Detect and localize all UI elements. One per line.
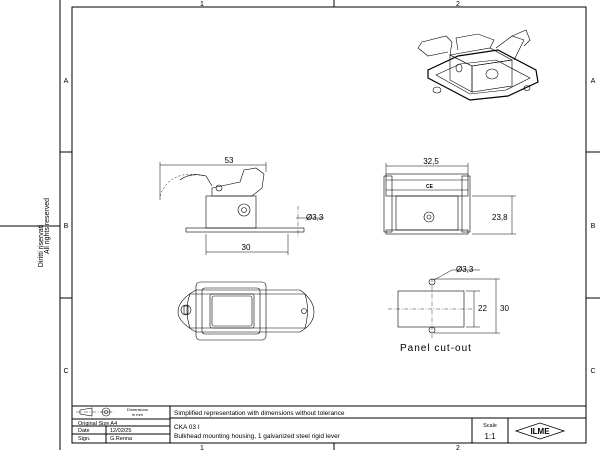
sign-value: G.Renna bbox=[110, 436, 133, 442]
scale-label: Scale bbox=[483, 423, 497, 429]
title-block bbox=[71, 405, 587, 444]
symbol-caption-1: Dimensions bbox=[127, 407, 148, 412]
original-size: Original Size A4 bbox=[78, 421, 117, 427]
column-label-1-bottom: 1 bbox=[200, 445, 204, 450]
ilme-logo-text: ILME bbox=[530, 427, 550, 436]
dim-side-width: 53 bbox=[225, 156, 234, 165]
column-label-2: 2 bbox=[456, 1, 460, 8]
dim-cutout-inner: 22 bbox=[478, 304, 487, 313]
product-description: Bulkhead mounting housing, 1 galvanized … bbox=[174, 433, 341, 440]
dim-front-width: 32,5 bbox=[423, 157, 439, 166]
panel-cutout-view bbox=[388, 278, 474, 338]
isometric-view bbox=[417, 29, 539, 101]
row-label-b: B bbox=[64, 223, 69, 230]
row-label-c-right: C bbox=[590, 368, 595, 375]
projection-symbol bbox=[76, 407, 114, 417]
rights-reserved-text: All rights reserved bbox=[44, 198, 51, 254]
top-view bbox=[177, 281, 315, 341]
row-label-a: A bbox=[64, 78, 69, 85]
date-label: Date bbox=[78, 428, 90, 434]
dim-cutout-outer: 30 bbox=[500, 304, 509, 313]
dim-front-height: 23,8 bbox=[492, 213, 508, 222]
row-label-c: C bbox=[63, 368, 68, 375]
scale-value: 1:1 bbox=[484, 432, 496, 441]
column-label-2-bottom: 2 bbox=[456, 445, 460, 450]
front-view bbox=[383, 173, 471, 235]
drawing-note: Simplified representation with dimension… bbox=[174, 410, 345, 417]
dim-side-base: 30 bbox=[242, 243, 251, 252]
date-value: 12/02/25 bbox=[110, 428, 131, 434]
dim-cutout-hole: Ø3,3 bbox=[456, 265, 474, 274]
row-label-b-right: B bbox=[591, 223, 596, 230]
side-view bbox=[159, 167, 305, 238]
row-label-a-right: A bbox=[591, 78, 596, 85]
dim-side-hole: Ø3,3 bbox=[306, 213, 324, 222]
symbol-caption-2: in mm bbox=[132, 412, 144, 417]
column-label-1: 1 bbox=[200, 1, 204, 8]
drawing-frame bbox=[59, 0, 600, 450]
diritti-riservati-text: Diritti riservati bbox=[38, 224, 45, 267]
panel-cutout-label: Panel cut-out bbox=[400, 343, 472, 354]
ce-mark: CE bbox=[426, 184, 434, 190]
product-code: CKA 03 I bbox=[174, 424, 200, 431]
sign-label: Sign. bbox=[78, 436, 91, 442]
ilme-logo: ILME bbox=[514, 422, 566, 440]
